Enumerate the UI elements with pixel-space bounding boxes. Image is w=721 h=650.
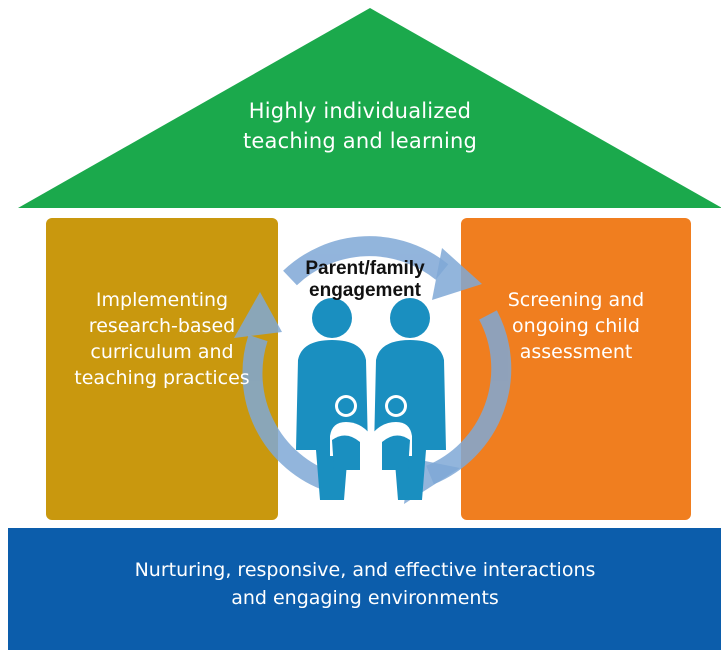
cycle-arrows-icon: [242, 236, 512, 492]
family-engagement-graphic: [234, 236, 512, 504]
roof-label: Highly individualized teaching and learn…: [180, 96, 540, 156]
center-label-line-1: Parent/family: [305, 258, 425, 279]
right-pillar-line-2: ongoing child: [512, 315, 640, 337]
left-pillar: [46, 218, 278, 520]
left-pillar-line-4: teaching practices: [74, 367, 250, 389]
base-label-line-1: Nurturing, responsive, and effective int…: [134, 559, 596, 581]
center-label: Parent/family engagement: [270, 258, 460, 302]
family-icon: [296, 298, 446, 500]
left-pillar-line-1: Implementing: [95, 289, 229, 311]
left-pillar-line-3: curriculum and: [90, 341, 234, 363]
left-pillar-line-2: research-based: [88, 315, 236, 337]
base-label: Nurturing, responsive, and effective int…: [40, 556, 690, 612]
roof-label-line-1: Highly individualized: [248, 99, 472, 123]
base-label-line-2: and engaging environments: [231, 587, 499, 609]
left-pillar-label: Implementing research-based curriculum a…: [46, 287, 278, 391]
center-label-line-2: engagement: [309, 280, 421, 301]
right-pillar-line-3: assessment: [519, 341, 633, 363]
roof-triangle: [18, 8, 721, 208]
right-pillar-label: Screening and ongoing child assessment: [470, 287, 682, 365]
right-pillar-line-1: Screening and: [507, 289, 645, 311]
base-foundation: [8, 528, 721, 650]
roof-label-line-2: teaching and learning: [242, 129, 478, 153]
